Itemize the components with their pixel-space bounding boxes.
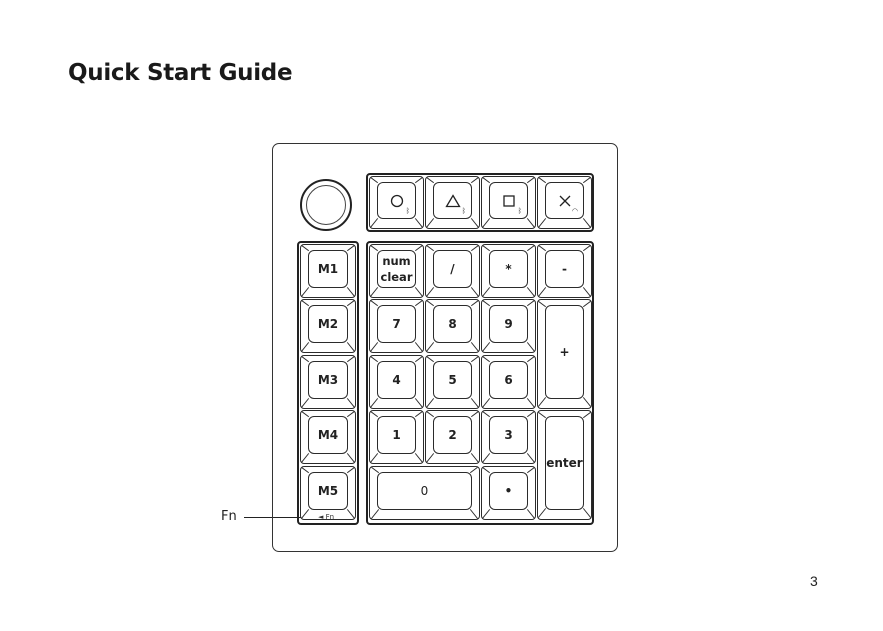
bluetooth-icon: ᛒ [406, 207, 410, 215]
key-9[interactable]: 9 [481, 299, 536, 353]
key-1[interactable]: 1 [369, 410, 424, 464]
key-enter[interactable]: enter [537, 410, 592, 520]
page-number: 3 [810, 573, 818, 589]
key-6[interactable]: 6 [481, 355, 536, 409]
key-5[interactable]: 5 [425, 355, 480, 409]
key-cross[interactable]: ◠ [537, 176, 592, 229]
circle-icon [390, 194, 404, 208]
triangle-icon [445, 194, 461, 208]
bluetooth-icon: ᛒ [462, 207, 466, 215]
key-m1[interactable]: M1 [300, 244, 356, 298]
key-minus[interactable]: - [537, 244, 592, 298]
key-m4[interactable]: M4 [300, 410, 356, 464]
key-asterisk[interactable]: * [481, 244, 536, 298]
key-m3[interactable]: M3 [300, 355, 356, 409]
key-m2[interactable]: M2 [300, 299, 356, 353]
fn-callout-label: Fn [221, 509, 237, 524]
key-num-label: num [382, 253, 410, 269]
page-title: Quick Start Guide [68, 60, 292, 86]
square-icon [502, 194, 516, 208]
cross-icon [558, 194, 572, 208]
key-circle[interactable]: ᛒ [369, 176, 424, 229]
rotary-knob-icon[interactable] [300, 179, 352, 231]
key-plus[interactable]: + [537, 299, 592, 409]
key-clear-label: clear [381, 269, 413, 285]
key-square[interactable]: ᛒ [481, 176, 536, 229]
key-slash[interactable]: / [425, 244, 480, 298]
key-7[interactable]: 7 [369, 299, 424, 353]
key-3[interactable]: 3 [481, 410, 536, 464]
key-num-clear[interactable]: num clear [369, 244, 424, 298]
key-8[interactable]: 8 [425, 299, 480, 353]
wifi-icon: ◠ [572, 207, 578, 215]
key-0[interactable]: 0 [369, 466, 480, 520]
key-2[interactable]: 2 [425, 410, 480, 464]
bluetooth-icon: ᛒ [518, 207, 522, 215]
key-m5[interactable]: M5 [300, 466, 356, 520]
key-triangle[interactable]: ᛒ [425, 176, 480, 229]
key-dot[interactable]: • [481, 466, 536, 520]
key-4[interactable]: 4 [369, 355, 424, 409]
